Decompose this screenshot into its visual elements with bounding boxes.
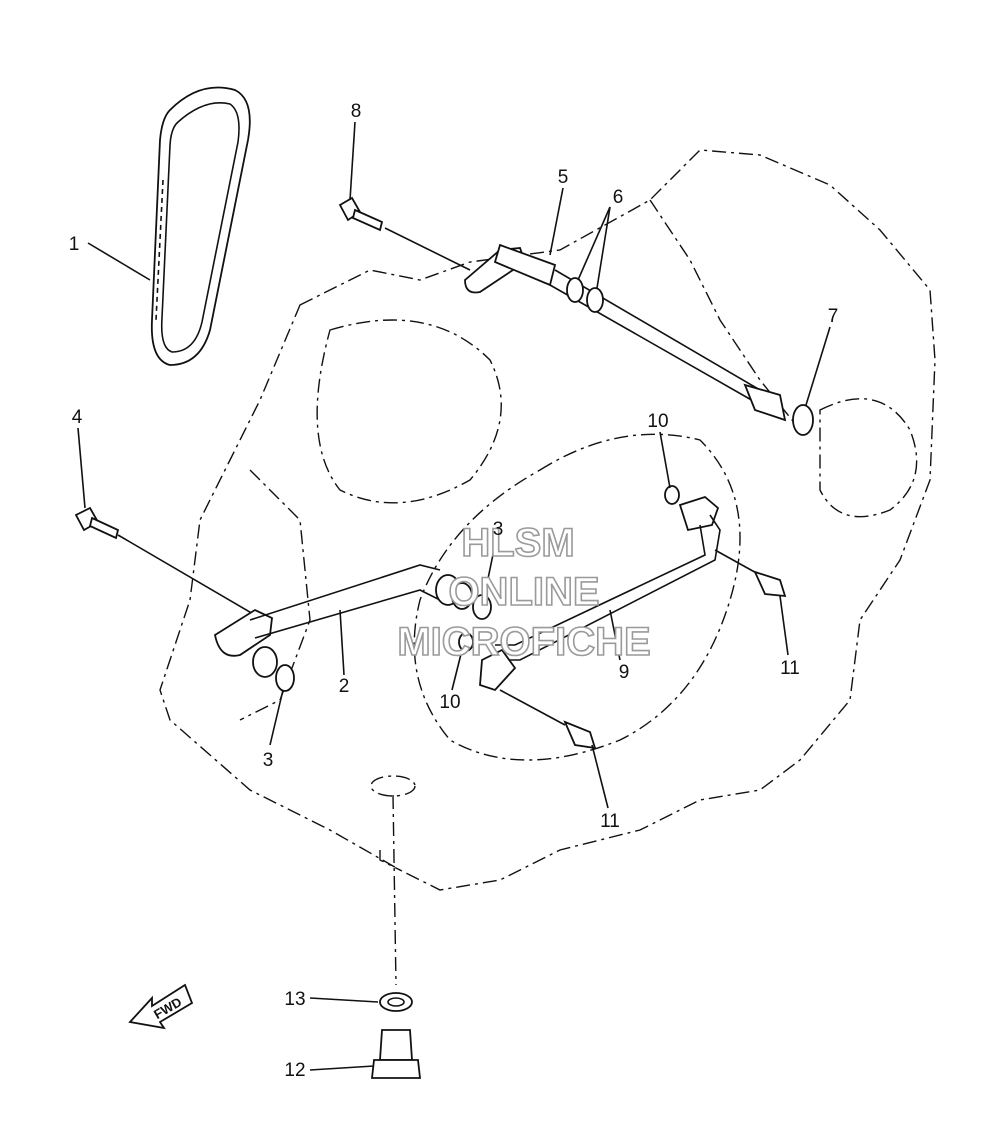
watermark-line-2: ONLINE bbox=[448, 570, 599, 614]
watermark-line-3: MICROFICHE bbox=[397, 620, 650, 664]
callout-9: 9 bbox=[619, 662, 630, 683]
fwd-arrow-icon: FWD bbox=[128, 983, 194, 1030]
callout-5: 5 bbox=[558, 167, 569, 188]
watermark-line-1: HLSM bbox=[461, 521, 574, 565]
callout-11-lower: 11 bbox=[600, 811, 620, 832]
callout-8: 8 bbox=[351, 101, 362, 122]
callout-4: 4 bbox=[72, 407, 83, 428]
drain-plug-assembly[interactable] bbox=[370, 794, 422, 1079]
crankcase-outline bbox=[159, 149, 936, 891]
callout-1: 1 bbox=[69, 234, 80, 255]
oil-pipe-9[interactable] bbox=[458, 485, 787, 750]
callout-3-upper: 3 bbox=[493, 519, 504, 540]
callout-10-lower: 10 bbox=[439, 692, 460, 713]
callout-labels: 1 2 3 3 4 5 6 7 8 9 10 10 11 11 12 13 bbox=[69, 101, 839, 1081]
watermark: HLSM ONLINE MICROFICHE bbox=[397, 520, 652, 665]
drive-chain[interactable] bbox=[150, 86, 251, 366]
callout-11-right: 11 bbox=[780, 658, 800, 679]
callout-7: 7 bbox=[828, 306, 839, 327]
callout-2: 2 bbox=[339, 676, 350, 697]
leader-lines bbox=[77, 121, 831, 1071]
callout-3-lower: 3 bbox=[263, 750, 274, 771]
callout-13: 13 bbox=[284, 989, 305, 1010]
callout-6: 6 bbox=[613, 187, 624, 208]
callout-10-upper: 10 bbox=[647, 411, 668, 432]
shaft-assembly[interactable] bbox=[338, 196, 814, 436]
callout-12: 12 bbox=[284, 1060, 305, 1081]
oil-pipe-2[interactable] bbox=[74, 506, 492, 692]
